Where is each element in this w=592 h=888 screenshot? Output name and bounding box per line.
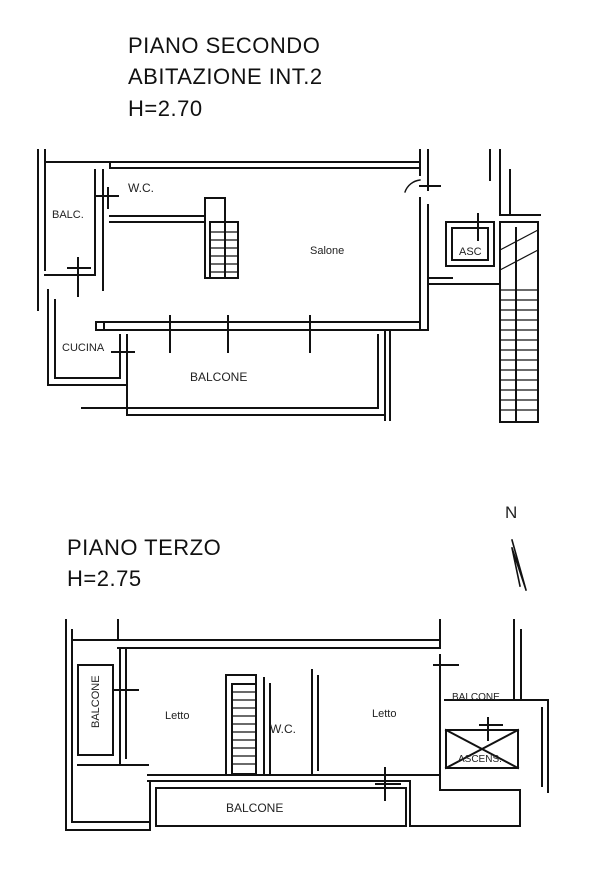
label-cucina: CUCINA: [62, 342, 105, 354]
floor2-height: H=2.70: [128, 96, 203, 121]
label-salone: Salone: [310, 245, 344, 257]
label-letto-right: Letto: [372, 708, 396, 720]
label-balc-floor2: BALC.: [52, 209, 84, 221]
floor2-unit: ABITAZIONE INT.2: [128, 64, 323, 89]
label-balcone-left: BALCONE: [90, 675, 102, 728]
floor3-plan: [65, 619, 549, 831]
north-label: N: [505, 503, 517, 522]
label-balcone-right: BALCONE: [452, 692, 500, 703]
label-balcone-bottom: BALCONE: [226, 801, 283, 815]
floor2-plan: [37, 149, 541, 423]
label-ascens: ASCENS.: [458, 754, 502, 765]
floor3-title: PIANO TERZO: [67, 535, 222, 560]
floor3-height: H=2.75: [67, 566, 142, 591]
label-asc: ASC: [459, 246, 482, 258]
label-wc-floor2: W.C.: [128, 181, 154, 195]
floor2-title: PIANO SECONDO: [128, 33, 321, 58]
label-letto-left: Letto: [165, 710, 189, 722]
label-wc-floor3: W.C.: [270, 722, 296, 736]
label-balcone-floor2: BALCONE: [190, 370, 247, 384]
north-arrow-icon: [510, 539, 528, 592]
